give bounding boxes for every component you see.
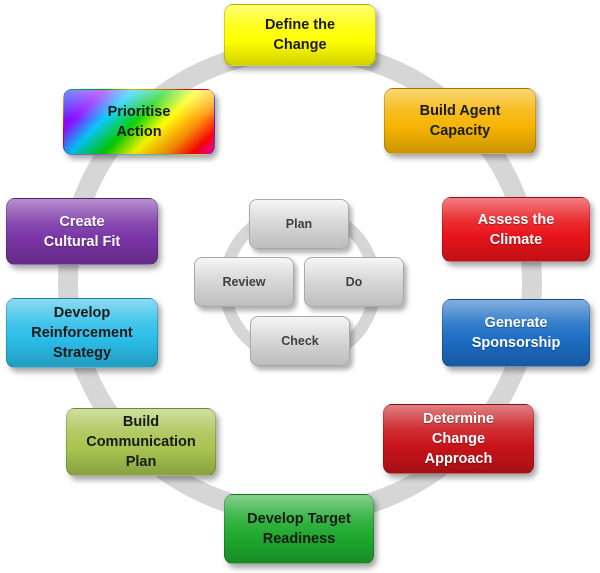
inner-step-label: Check [281,334,319,348]
inner-step-label: Do [345,275,363,289]
step-label: Prioritise Action [107,104,171,140]
step-label: Determine Change Approach [423,411,494,467]
inner-step-review: Review [194,257,294,307]
step-generate-sponsorship: Generate Sponsorship [442,299,590,367]
step-label: Generate Sponsorship [471,315,561,351]
step-label: Create Cultural Fit [43,213,121,250]
inner-step-check: Check [250,316,350,366]
step-create-cultural-fit: Create Cultural Fit [6,198,158,265]
inner-step-label: Plan [285,217,313,231]
step-determine-change-approach: Determine Change Approach [383,404,534,474]
inner-step-label: Review [222,275,266,289]
step-label: Build Agent Capacity [419,103,501,139]
inner-step-do: Do [304,257,404,307]
step-label: Develop Reinforcement Strategy [31,305,133,361]
step-develop-target-readiness: Develop Target Readiness [224,494,374,564]
step-develop-reinforcement-strategy: Develop Reinforcement Strategy [6,298,158,368]
step-label: Assess the Climate [477,211,555,248]
step-label: Define the Change [264,17,336,53]
step-build-agent-capacity: Build Agent Capacity [384,88,536,154]
step-define-the-change: Define the Change [224,4,376,66]
step-prioritise-action: Prioritise Action [63,89,215,155]
step-assess-the-climate: Assess the Climate [442,197,590,262]
step-build-communication-plan: Build Communication Plan [66,408,216,476]
step-label: Build Communication Plan [86,414,196,470]
inner-step-plan: Plan [249,199,349,249]
step-label: Develop Target Readiness [247,511,351,547]
